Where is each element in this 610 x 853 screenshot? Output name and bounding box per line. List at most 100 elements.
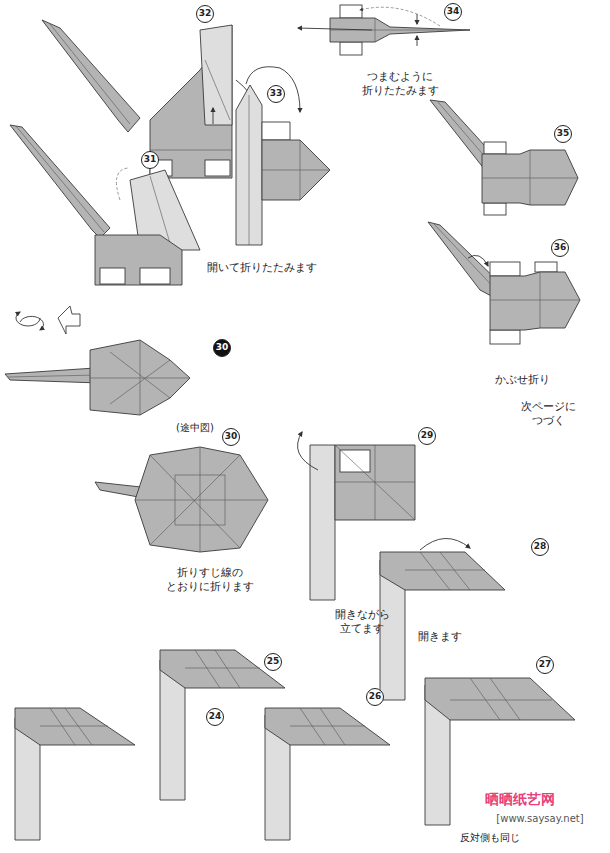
step-number: 30 xyxy=(225,431,238,442)
step-figure-part xyxy=(262,140,330,200)
step-figure-part xyxy=(16,126,104,232)
step-figure-part xyxy=(490,300,580,301)
instruction-note: 開いて折りたたみます xyxy=(207,261,317,275)
step-figure-part xyxy=(482,150,578,205)
step-figure-part xyxy=(150,25,232,178)
step-figure-part xyxy=(298,28,372,30)
step-figure xyxy=(265,708,390,840)
step-number-circles xyxy=(142,4,572,726)
step-figure-part xyxy=(150,150,232,151)
step-figure xyxy=(380,538,505,700)
step-figure-part xyxy=(490,678,520,720)
step-figure-part xyxy=(42,20,140,132)
step-figure-part xyxy=(405,570,485,571)
step-figure-part xyxy=(440,552,470,590)
step-number: 24 xyxy=(209,711,222,722)
step-figure-part xyxy=(213,108,214,124)
step-number-circle xyxy=(265,654,282,671)
step-number: 36 xyxy=(554,242,567,253)
instruction-note: 開きます xyxy=(418,630,462,644)
step-figure-part xyxy=(490,330,520,344)
step-figure-part xyxy=(110,360,170,404)
step-figure-part xyxy=(300,140,301,200)
step-figure-part xyxy=(50,24,130,124)
step-number-circle xyxy=(445,4,462,21)
instruction-note: つまむように 折りたたみます xyxy=(358,70,442,98)
step-figure-part xyxy=(425,678,575,720)
step-number: 30 xyxy=(216,342,229,353)
step-figure xyxy=(430,100,578,215)
step-figure-part xyxy=(8,375,98,377)
step-number: 28 xyxy=(534,541,547,552)
step-number: 32 xyxy=(199,8,212,19)
instruction-note: かぶせ折り xyxy=(495,373,550,387)
step-figure xyxy=(5,340,190,415)
step-figure-part xyxy=(380,552,505,590)
step-figure-part xyxy=(298,432,318,470)
step-figure-part xyxy=(484,142,506,154)
step-figure xyxy=(95,447,268,552)
step-figure-part xyxy=(330,18,470,42)
step-figure-part xyxy=(50,708,75,745)
step-number: 29 xyxy=(421,430,434,441)
step-figure-part xyxy=(417,36,418,46)
step-figure-part xyxy=(470,678,500,720)
step-number-circle xyxy=(555,126,572,143)
step-figure-part xyxy=(65,708,92,745)
step-number: 31 xyxy=(144,154,157,165)
step-number-circle xyxy=(223,429,240,446)
step-figure-part xyxy=(249,95,250,245)
step-figure-part xyxy=(340,42,362,55)
step-figure-part xyxy=(265,708,390,745)
step-figure-part xyxy=(205,160,230,176)
step-figure-part xyxy=(450,700,552,701)
step-figure-part xyxy=(135,447,268,552)
step-figure xyxy=(425,678,575,825)
step-figure-part xyxy=(340,450,370,472)
step-figure-part xyxy=(10,125,110,238)
step-number-circle xyxy=(214,340,231,357)
step-figure-part xyxy=(5,368,100,383)
step-figure-part xyxy=(434,224,498,292)
step-number: 35 xyxy=(557,128,570,139)
step-figure-part xyxy=(530,150,531,205)
turn-over-symbol xyxy=(16,306,80,334)
step-figure-part xyxy=(375,18,376,42)
step-figure-part xyxy=(262,122,290,140)
step-number: 26 xyxy=(369,691,382,702)
step-figure-part xyxy=(290,726,365,727)
step-figure-part xyxy=(140,268,170,284)
step-figure-part xyxy=(135,500,268,501)
instruction-note: 開きながら 立てます xyxy=(329,608,395,636)
step-figure-part xyxy=(195,650,220,688)
step-figure xyxy=(236,67,330,245)
watermark: [www.saysay.net] xyxy=(496,813,583,826)
step-figure-part xyxy=(417,14,418,24)
instruction-note: 次ページに つづく xyxy=(515,400,581,428)
step-figure-part xyxy=(40,726,108,727)
step-figure-part xyxy=(340,5,362,18)
watermark: 晒晒纸艺网 xyxy=(485,791,555,809)
step-figure xyxy=(10,125,200,285)
step-figure-part xyxy=(160,650,285,688)
step-figure-part xyxy=(150,455,240,545)
step-figure-part xyxy=(300,708,325,745)
step-figure-part xyxy=(420,538,470,550)
instruction-note: (途中図) xyxy=(176,422,214,435)
step-number-circle xyxy=(419,428,436,445)
step-figure-part xyxy=(140,340,141,415)
step-figure xyxy=(42,20,257,178)
step-figure xyxy=(15,708,135,840)
step-figure-part xyxy=(200,25,232,125)
step-figure-part xyxy=(95,235,182,285)
instruction-note: 反対側も同じ xyxy=(460,832,520,845)
turn-over-symbol-part xyxy=(16,312,40,326)
step-figure-part xyxy=(535,262,557,272)
step-number-circle xyxy=(552,240,569,257)
step-number-circle xyxy=(537,657,554,674)
step-figure-part xyxy=(490,262,520,276)
step-figure-part xyxy=(215,650,240,688)
step-number-circle xyxy=(268,86,285,103)
